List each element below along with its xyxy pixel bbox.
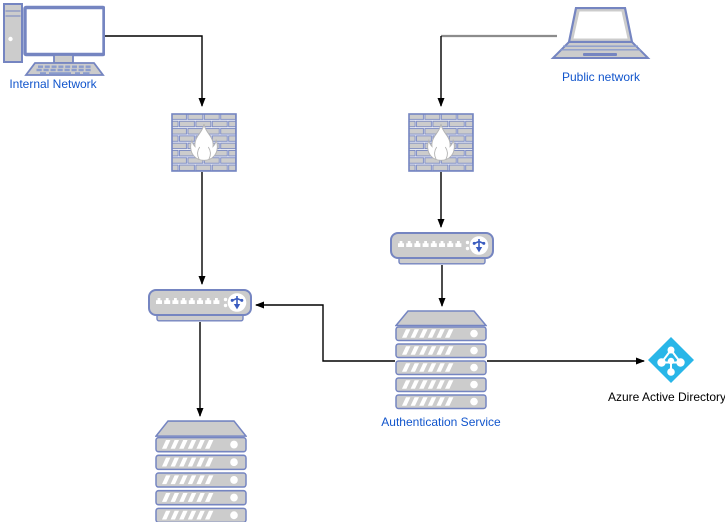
- azure-ad-node: [648, 337, 694, 383]
- authentication-service-label: Authentication Service: [381, 415, 501, 429]
- firewall-icon: [171, 113, 237, 172]
- router-icon: [148, 289, 252, 322]
- public-network-label: Public network: [561, 70, 641, 84]
- router-icon: [390, 232, 494, 265]
- laptop-icon: [550, 7, 651, 59]
- server-stack-bottom-node: [155, 420, 247, 522]
- router-right-node: [390, 232, 494, 265]
- server-stack-icon: [395, 310, 487, 410]
- edge-internal-network-to-firewall-left: [103, 35, 206, 107]
- firewall-icon: [408, 113, 474, 172]
- firewall-left-node: [171, 113, 237, 172]
- router-left-node: [148, 289, 252, 322]
- server-stack-icon: [155, 420, 247, 522]
- desktop-computer-icon: [3, 3, 105, 76]
- internal-network-node: [2, 2, 105, 76]
- internal-network-label: Internal Network: [9, 77, 97, 91]
- azure-ad-label: Azure Active Directory: [607, 390, 725, 404]
- public-network-node: [549, 7, 653, 65]
- azure-active-directory-icon: [648, 337, 694, 383]
- edge-authentication-service-to-router-left: [255, 301, 395, 362]
- authentication-service-node: [395, 310, 487, 410]
- firewall-right-node: [408, 113, 474, 172]
